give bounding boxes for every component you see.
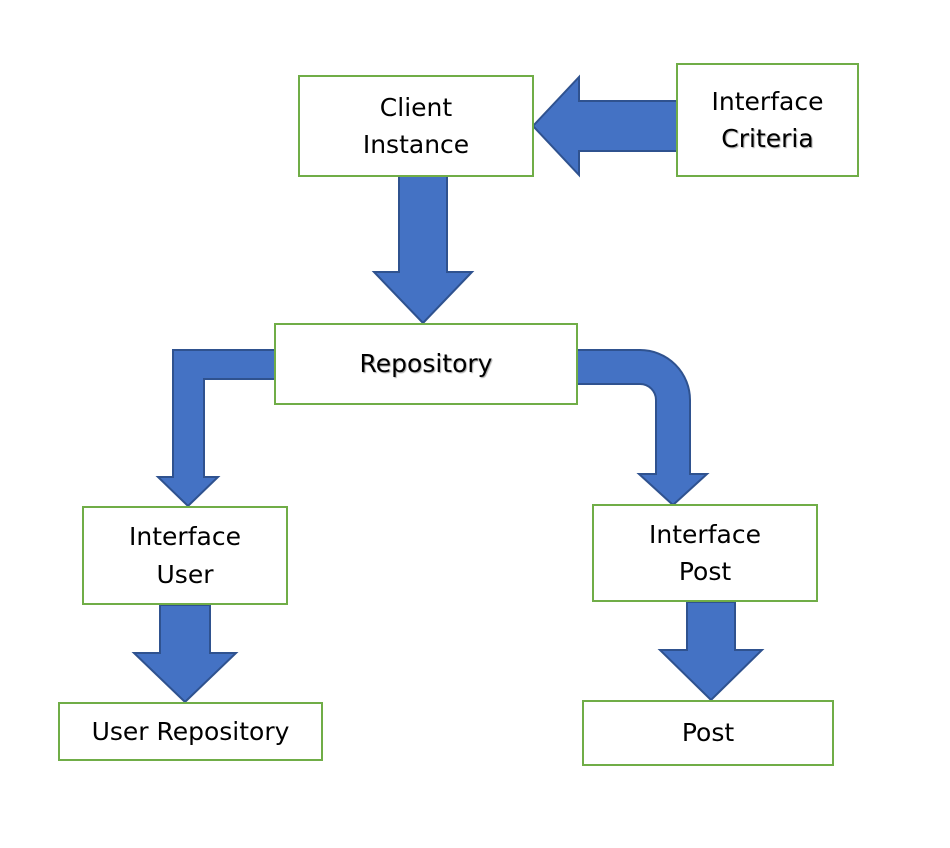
interface-post-line2: Post <box>678 557 732 586</box>
interface-criteria-line2: Criteria <box>721 124 814 153</box>
arrow-user-to-user-repository <box>131 604 239 704</box>
interface-post-node: Interface Post <box>592 504 818 602</box>
post-label: Post <box>681 718 735 748</box>
user-repository-label: User Repository <box>91 716 290 746</box>
repository-label: Repository <box>359 349 493 379</box>
interface-user-line2: User <box>156 559 214 589</box>
client-instance-node: Client Instance <box>298 75 534 177</box>
user-repository-node: User Repository <box>58 702 323 761</box>
interface-user-line1: Interface <box>129 522 241 551</box>
client-instance-line1: Client <box>379 92 453 122</box>
interface-user-node: Interface User <box>82 506 288 605</box>
arrow-post-to-post <box>657 601 765 702</box>
interface-criteria-node: Interface Criteria <box>676 63 859 177</box>
interface-criteria-line1: Interface <box>711 86 824 116</box>
arrow-client-to-repository <box>371 175 475 325</box>
client-instance-line2: Instance <box>362 130 470 159</box>
post-node: Post <box>582 700 834 766</box>
arrow-repository-to-post <box>576 349 710 507</box>
repository-node: Repository <box>274 323 578 405</box>
interface-post-line1: Interface <box>649 519 761 549</box>
arrow-repository-to-user <box>155 349 276 508</box>
arrow-criteria-to-client <box>531 74 678 178</box>
